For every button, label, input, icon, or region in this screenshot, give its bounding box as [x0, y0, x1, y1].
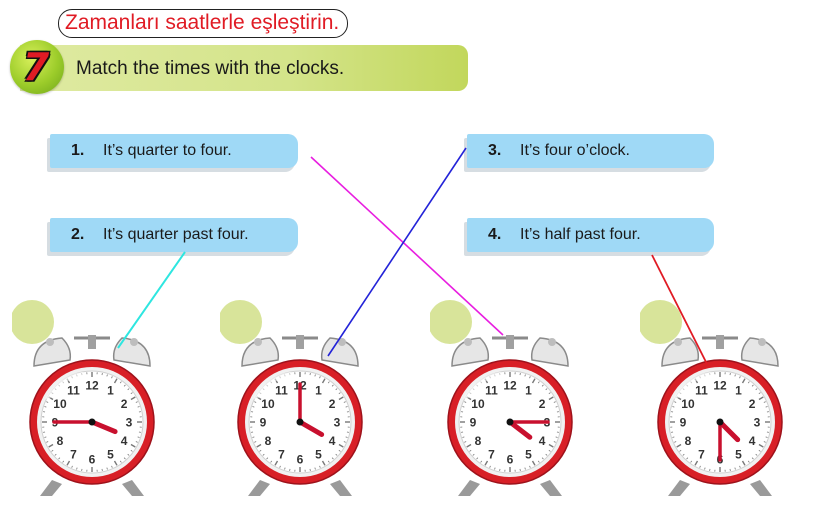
dial-number: 4	[329, 434, 336, 448]
clock-1[interactable]: 121234567891011	[12, 290, 172, 500]
clock-3[interactable]: 121234567891011	[430, 290, 590, 500]
time-card-number: 3.	[488, 142, 502, 159]
dial-number: 8	[475, 434, 482, 448]
time-card-text: It’s four o’clock.	[520, 142, 630, 159]
dial-number: 7	[278, 448, 285, 462]
dial-number: 12	[503, 379, 517, 393]
dial-number: 7	[488, 448, 495, 462]
dial-number: 7	[698, 448, 705, 462]
clock-2[interactable]: 121234567891011	[220, 290, 380, 500]
clock-4[interactable]: 121234567891011	[640, 290, 800, 500]
dial-number: 10	[261, 397, 275, 411]
dial-number: 1	[107, 383, 114, 397]
dial-number: 3	[126, 416, 133, 430]
dial-number: 11	[695, 383, 708, 397]
dial-number: 5	[315, 448, 322, 462]
exercise-number-badge: 7	[10, 40, 64, 94]
answer-circle[interactable]	[220, 300, 262, 344]
answer-circle[interactable]	[430, 300, 472, 344]
dial-number: 9	[470, 416, 477, 430]
dial-number: 3	[754, 416, 761, 430]
dial-number: 6	[297, 453, 304, 467]
hour-hand	[717, 419, 741, 443]
dial-number: 6	[507, 453, 514, 467]
time-card-text: It’s quarter to four.	[103, 142, 232, 159]
turkish-instruction: Zamanları saatlerle eşleştirin.	[58, 9, 349, 38]
time-card-3: 3. It’s four o’clock.	[467, 134, 714, 168]
dial-number: 12	[85, 379, 99, 393]
hour-hand	[507, 419, 533, 440]
dial-number: 1	[315, 383, 322, 397]
dial-number: 8	[685, 434, 692, 448]
time-card-number: 4.	[488, 226, 502, 243]
time-card-number: 2.	[71, 226, 85, 243]
alarm-bells	[661, 335, 779, 367]
dial-number: 2	[329, 397, 336, 411]
time-card-2: 2. It’s quarter past four.	[50, 218, 298, 252]
dial-number: 3	[334, 416, 341, 430]
match-line-3-2	[327, 147, 467, 357]
hour-hand	[297, 419, 325, 437]
time-card-text: It’s quarter past four.	[103, 226, 249, 243]
dial-number: 7	[70, 448, 77, 462]
dial-number: 6	[89, 453, 96, 467]
alarm-bells	[241, 335, 359, 367]
dial-number: 10	[681, 397, 695, 411]
dial-number: 2	[749, 397, 756, 411]
dial-number: 4	[749, 434, 756, 448]
alarm-bells	[33, 335, 151, 367]
dial-number: 11	[275, 383, 288, 397]
dial-number: 11	[485, 383, 498, 397]
dial-number: 2	[121, 397, 128, 411]
exercise-number: 7	[22, 45, 50, 89]
match-line-4-4	[651, 254, 708, 365]
dial-number: 1	[735, 383, 742, 397]
dial-number: 4	[539, 434, 546, 448]
dial-number: 4	[121, 434, 128, 448]
answer-circle[interactable]	[640, 300, 682, 344]
alarm-bells	[451, 335, 569, 367]
dial-number: 12	[713, 379, 727, 393]
dial-number: 9	[260, 416, 267, 430]
dial-number: 1	[525, 383, 532, 397]
dial-number: 11	[67, 383, 80, 397]
hour-hand	[89, 419, 118, 435]
dial-number: 10	[471, 397, 485, 411]
clock-hands	[52, 418, 118, 435]
dial-number: 5	[735, 448, 742, 462]
answer-circle[interactable]	[12, 300, 54, 344]
match-line-1-3	[310, 156, 504, 336]
time-card-4: 4. It’s half past four.	[467, 218, 714, 252]
instruction-banner	[20, 45, 468, 91]
time-card-1: 1. It’s quarter to four.	[50, 134, 298, 168]
dial-number: 9	[680, 416, 687, 430]
time-card-number: 1.	[71, 142, 85, 159]
clock-hands	[296, 382, 325, 437]
dial-number: 10	[53, 397, 67, 411]
instruction-text: Match the times with the clocks.	[76, 58, 345, 79]
dial-number: 5	[107, 448, 114, 462]
clock-hands	[716, 418, 741, 462]
dial-number: 2	[539, 397, 546, 411]
match-line-2-1	[117, 251, 186, 349]
time-card-text: It’s half past four.	[520, 226, 641, 243]
clock-hands	[506, 418, 550, 440]
dial-number: 8	[265, 434, 272, 448]
dial-number: 8	[57, 434, 64, 448]
dial-number: 5	[525, 448, 532, 462]
